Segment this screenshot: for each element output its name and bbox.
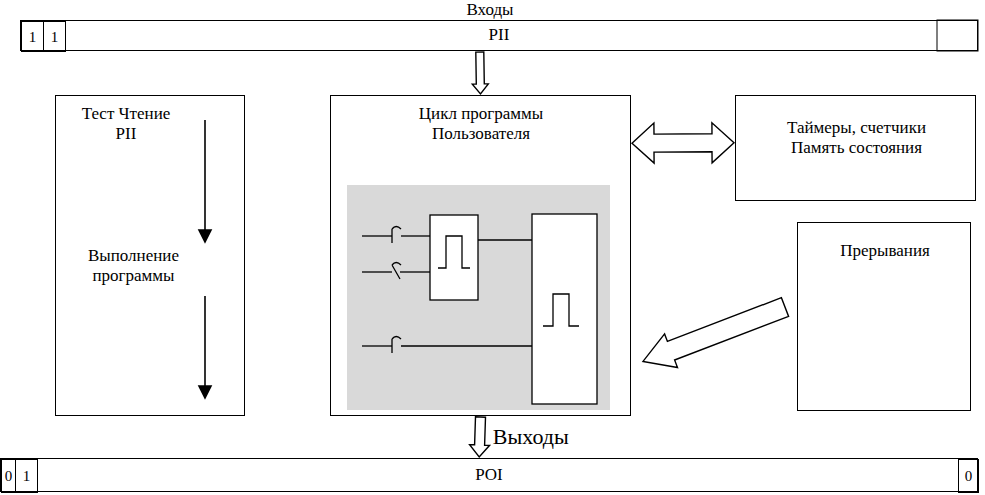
node-text: Таймеры, счетчики Память состояния bbox=[774, 118, 939, 159]
empty-cell bbox=[937, 20, 978, 51]
node-text: 1 bbox=[44, 22, 65, 51]
bit-cell: 0 bbox=[1, 459, 16, 493]
bit-cell: 0 bbox=[958, 459, 979, 493]
program-box: Цикл программы Пользователя bbox=[330, 95, 631, 416]
node-text: Цикл программы Пользователя bbox=[401, 104, 561, 145]
memory-box: Таймеры, счетчики Память состояния bbox=[735, 95, 976, 201]
node-text: 0 bbox=[959, 460, 978, 492]
node-text: 1 bbox=[22, 22, 43, 51]
node-text: Выполнение программы bbox=[76, 246, 191, 287]
block-arrow bbox=[643, 298, 789, 368]
output-band: POI010 bbox=[0, 458, 978, 492]
bit-cell: 1 bbox=[43, 21, 66, 52]
node-text: POI bbox=[1, 459, 977, 491]
bit-cell: 1 bbox=[15, 459, 38, 493]
node-text: 1 bbox=[16, 460, 37, 492]
inputs-label: Входы bbox=[466, 1, 513, 20]
node-text: 0 bbox=[2, 460, 15, 492]
input-band: PII11 bbox=[20, 20, 978, 51]
node-text: Прерывания bbox=[803, 241, 967, 261]
down-arrows bbox=[199, 120, 211, 398]
block-arrow bbox=[472, 52, 488, 94]
bit-cell: 1 bbox=[21, 21, 44, 52]
block-arrow bbox=[632, 123, 734, 163]
node-text: PII bbox=[21, 21, 977, 50]
cycle-box: Тест Чтение PII Выполнение программы bbox=[55, 95, 245, 416]
node-text: Тест Чтение PII bbox=[81, 104, 171, 145]
outputs-label: Выходы bbox=[493, 425, 569, 449]
ladder-illustration bbox=[347, 185, 610, 410]
interrupt-box: Прерывания bbox=[797, 222, 971, 411]
block-arrow bbox=[470, 417, 490, 457]
